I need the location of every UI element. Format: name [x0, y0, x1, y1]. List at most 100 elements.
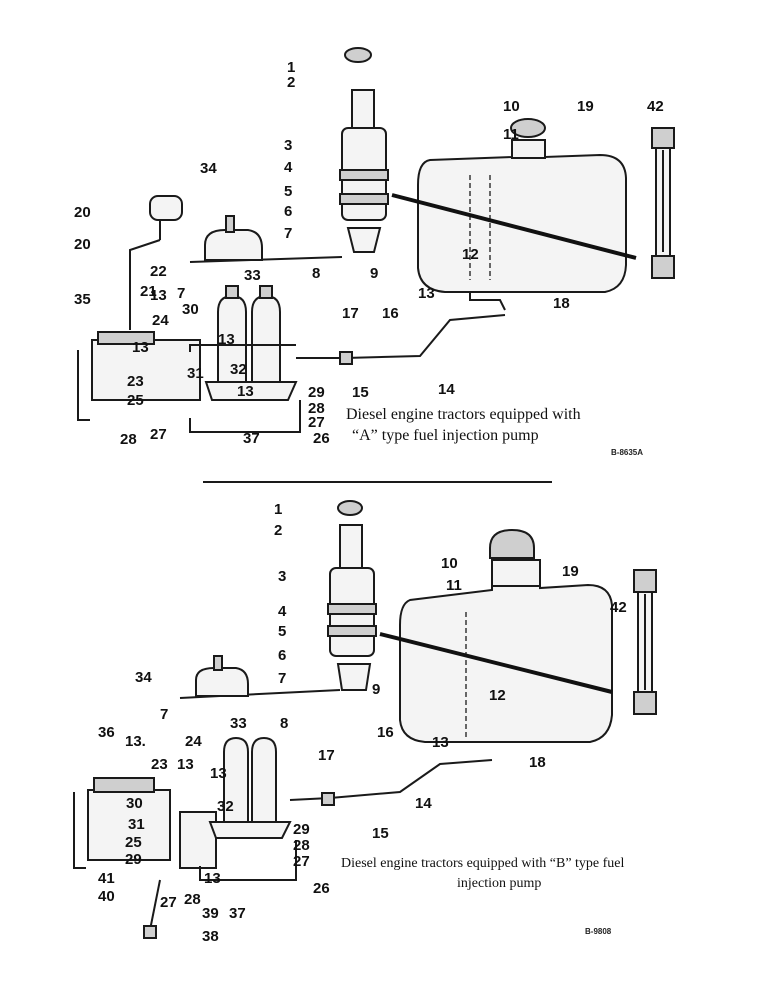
- return-line-26: [189, 400, 301, 433]
- filter-vent-tube: [351, 89, 375, 131]
- return-line-26-b: [199, 840, 297, 881]
- pump-mount: [73, 792, 86, 869]
- callout-23: 23: [127, 373, 144, 390]
- return-line: [189, 344, 296, 352]
- tank-strap-rod: [391, 193, 637, 260]
- valve-knob-b: [213, 655, 223, 671]
- drain-fitting-38: [143, 925, 157, 939]
- fuel-tank-b: [399, 581, 613, 743]
- drain-line-39: [149, 879, 161, 931]
- callout-b-25: 25: [125, 834, 142, 851]
- top-diagram: 1 2 3 4 5 6 7 8 9 10 11 12 13 14 15 16 1…: [74, 47, 675, 457]
- callout-b-26: 26: [313, 880, 330, 897]
- callout-b-27a: 27: [293, 853, 310, 870]
- callout-b-32: 32: [217, 798, 234, 815]
- callout-13b: 13: [150, 287, 167, 304]
- callout-29: 29: [308, 384, 325, 401]
- filter-right-cap: [259, 285, 273, 299]
- fuel-gauge-top: [651, 127, 675, 149]
- fuel-gauge-top-b: [633, 569, 657, 593]
- fuel-gauge-bottom: [651, 255, 675, 279]
- callout-b-7: 7: [278, 670, 286, 687]
- callout-13c: 13: [132, 339, 149, 356]
- callout-20a: 20: [74, 204, 91, 221]
- callout-11: 11: [503, 126, 519, 143]
- callout-15: 15: [352, 384, 369, 401]
- callout-3: 3: [284, 137, 292, 154]
- bottom-diagram: 1 2 3 4 5 6 7 7 8 9 10 11 12 13. 13 13 1…: [73, 500, 657, 945]
- callout-b-13b: 13: [177, 756, 194, 773]
- tank-cap: [510, 118, 546, 138]
- callout-b-11: 11: [446, 577, 462, 594]
- callout-9: 9: [370, 265, 378, 282]
- pump-top-plate: [97, 331, 155, 345]
- top-caption-line2: “A” type fuel injection pump: [352, 427, 539, 444]
- valve-knob: [225, 215, 235, 233]
- filter-base: [204, 381, 298, 401]
- callout-21: 21: [140, 283, 157, 300]
- callout-b-38: 38: [202, 928, 219, 945]
- callout-b-13e: 13: [432, 734, 449, 751]
- callout-b-27b: 27: [160, 894, 177, 911]
- tank-standpipe: [469, 175, 491, 280]
- callout-b-24: 24: [185, 733, 202, 750]
- callout-7: 7: [284, 225, 292, 242]
- callout-b-42: 42: [610, 599, 627, 616]
- callout-2: 2: [287, 74, 295, 91]
- filter-bowl-b: [336, 663, 372, 691]
- callout-b-40: 40: [98, 888, 115, 905]
- callout-b-3: 3: [278, 568, 286, 585]
- callout-b-10: 10: [441, 555, 458, 572]
- fuel-tank: [417, 149, 627, 293]
- callout-b-7b: 7: [160, 706, 168, 723]
- callout-b-34: 34: [135, 669, 152, 686]
- callout-b-6: 6: [278, 647, 286, 664]
- callout-b-15: 15: [372, 825, 389, 842]
- callout-13: 13: [418, 285, 435, 302]
- callout-12: 12: [462, 246, 479, 263]
- callout-42: 42: [647, 98, 664, 115]
- callout-b-1: 1: [274, 501, 282, 518]
- filter-clamp-upper: [339, 169, 389, 181]
- line-fitting-17: [339, 351, 353, 365]
- callout-7b: 7: [177, 285, 185, 302]
- twin-filter-right: [251, 294, 281, 383]
- pump-top-plate-b: [93, 777, 155, 793]
- callout-b-23: 23: [151, 756, 168, 773]
- filter-clamp-lower: [339, 193, 389, 205]
- injection-pump-a: [91, 339, 201, 401]
- callout-20b: 20: [74, 236, 91, 253]
- callout-b-29b: 29: [125, 851, 142, 868]
- callout-b-30: 30: [126, 795, 143, 812]
- callout-16: 16: [382, 305, 399, 322]
- callout-b-17: 17: [318, 747, 335, 764]
- callout-b-31: 31: [128, 816, 145, 833]
- callout-b-39: 39: [202, 905, 219, 922]
- callout-b-12: 12: [489, 687, 506, 704]
- bleed-valve-34-b: [195, 667, 249, 697]
- callout-b-13c: 13: [210, 765, 227, 782]
- bottom-callouts: 1 2 3 4 5 6 7 7 8 9 10 11 12 13. 13 13 1…: [98, 501, 627, 945]
- callout-14: 14: [438, 381, 455, 398]
- callout-b-28a: 28: [293, 837, 310, 854]
- callout-4: 4: [284, 159, 293, 176]
- top-drawing-code: B-8635A: [611, 448, 643, 457]
- callout-b-41: 41: [98, 870, 115, 887]
- callout-18: 18: [553, 295, 570, 312]
- callout-35: 35: [74, 291, 91, 308]
- bleed-valve-34: [204, 229, 263, 261]
- callout-10: 10: [503, 98, 520, 115]
- callout-b-5: 5: [278, 623, 286, 640]
- tank-cap-b: [489, 528, 535, 559]
- callout-33: 33: [244, 267, 261, 284]
- callout-17: 17: [342, 305, 359, 322]
- filter-clamp-lower-b: [327, 625, 377, 637]
- callout-19: 19: [577, 98, 594, 115]
- bottom-drawing-code: B-9808: [585, 927, 612, 936]
- vent-cap: [344, 47, 372, 63]
- callout-5: 5: [284, 183, 292, 200]
- callout-b-28b: 28: [184, 891, 201, 908]
- callout-24: 24: [152, 312, 169, 329]
